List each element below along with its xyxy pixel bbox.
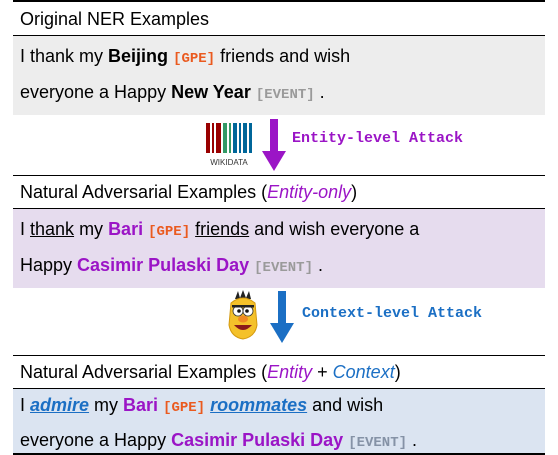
entity-only-example-box: I thank my Bari [GPE] friends and wish e… bbox=[13, 209, 545, 288]
entity-attack-arrow bbox=[262, 119, 286, 171]
down-arrow-icon bbox=[262, 119, 286, 171]
top-rule bbox=[13, 0, 545, 2]
entity-bari: Bari bbox=[123, 395, 159, 415]
entity-new-year: New Year bbox=[171, 82, 251, 102]
entity-casimir-pulaski-day: Casimir Pulaski Day bbox=[171, 430, 344, 450]
wikidata-logo-icon: WIKIDATA bbox=[206, 123, 252, 167]
original-header: Original NER Examples bbox=[20, 9, 210, 29]
bottom-rule bbox=[13, 453, 545, 455]
changed-word: friends bbox=[195, 219, 250, 239]
changed-word: roommates bbox=[210, 395, 308, 415]
entity-beijing: Beijing bbox=[108, 46, 169, 66]
bert-muppet-icon bbox=[225, 289, 261, 341]
bert-icon bbox=[228, 290, 258, 340]
entity-only-line-1: I thank my Bari [GPE] friends and wish e… bbox=[20, 219, 420, 240]
original-example-box: I thank my Beijing [GPE] friends and wis… bbox=[13, 36, 545, 115]
entity-only-header: Natural Adversarial Examples (Entity-onl… bbox=[20, 182, 358, 202]
mode-entity-only: Entity-only bbox=[267, 182, 352, 202]
entity-only-line-2: Happy Casimir Pulaski Day [EVENT] . bbox=[20, 255, 323, 276]
original-line-2: everyone a Happy New Year [EVENT] . bbox=[20, 82, 325, 103]
entity-bari: Bari bbox=[108, 219, 144, 239]
rule bbox=[13, 208, 545, 209]
entity-context-line-2: everyone a Happy Casimir Pulaski Day [EV… bbox=[20, 430, 418, 451]
rule bbox=[13, 388, 545, 389]
tag-event: [EVENT] bbox=[255, 87, 315, 103]
tag-event: [EVENT] bbox=[254, 260, 313, 276]
rule bbox=[13, 35, 545, 36]
entity-context-header: Natural Adversarial Examples (Entity + C… bbox=[20, 362, 401, 382]
down-arrow-icon bbox=[270, 291, 294, 343]
context-attack-arrow bbox=[270, 291, 294, 343]
rule bbox=[13, 355, 545, 356]
original-line-1: I thank my Beijing [GPE] friends and wis… bbox=[20, 46, 351, 67]
entity-context-line-1: I admire my Bari [GPE] roommates and wis… bbox=[20, 395, 384, 416]
context-attack-label: Context-level Attack bbox=[302, 305, 483, 322]
changed-word: admire bbox=[30, 395, 90, 415]
entity-context-example-box: I admire my Bari [GPE] roommates and wis… bbox=[13, 389, 545, 453]
tag-gpe: [GPE] bbox=[163, 400, 206, 416]
entity-attack-label: Entity-level Attack bbox=[292, 130, 464, 147]
tag-gpe: [GPE] bbox=[173, 51, 216, 67]
wikidata-logo: WIKIDATA bbox=[205, 121, 253, 171]
mode-entity: Entity bbox=[267, 362, 313, 382]
entity-casimir-pulaski-day: Casimir Pulaski Day bbox=[77, 255, 250, 275]
mode-context: Context bbox=[332, 362, 395, 382]
changed-word: thank bbox=[30, 219, 75, 239]
tag-gpe: [GPE] bbox=[148, 224, 191, 240]
wikidata-logo-text: WIKIDATA bbox=[210, 158, 248, 167]
rule bbox=[13, 175, 545, 176]
tag-event: [EVENT] bbox=[348, 435, 408, 451]
